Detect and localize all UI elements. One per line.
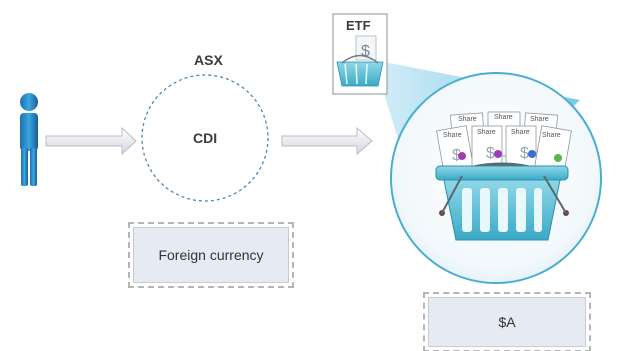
exchange-label: ASX — [194, 52, 223, 68]
svg-text:$: $ — [361, 43, 370, 60]
svg-text:Share: Share — [494, 114, 513, 121]
fund-label: ETF — [346, 18, 371, 33]
svg-text:Share: Share — [542, 132, 561, 139]
right-arrow-icon — [281, 126, 373, 156]
svg-text:Share: Share — [443, 132, 462, 139]
foreign-currency-label: Foreign currency — [158, 247, 264, 263]
local-currency-label: $A — [498, 314, 516, 330]
svg-text:Share: Share — [458, 116, 477, 123]
svg-text:$: $ — [452, 147, 461, 164]
svg-text:Share: Share — [511, 129, 530, 136]
svg-text:$: $ — [486, 145, 495, 162]
etf-basket-card-icon: $ — [332, 13, 388, 95]
share-certificate-icon: Share Share Share Share Share Share Shar… — [436, 111, 572, 209]
svg-text:$: $ — [520, 145, 529, 162]
shopping-basket-icon — [435, 162, 569, 241]
right-arrow-icon — [45, 126, 137, 156]
foreign-currency-box: Foreign currency — [128, 222, 294, 288]
svg-text:Share: Share — [530, 116, 549, 123]
person-icon — [20, 93, 38, 186]
cdi-circle — [141, 74, 269, 202]
local-currency-box: $A — [423, 292, 591, 351]
instrument-label: CDI — [193, 130, 218, 146]
svg-text:Share: Share — [477, 129, 496, 136]
